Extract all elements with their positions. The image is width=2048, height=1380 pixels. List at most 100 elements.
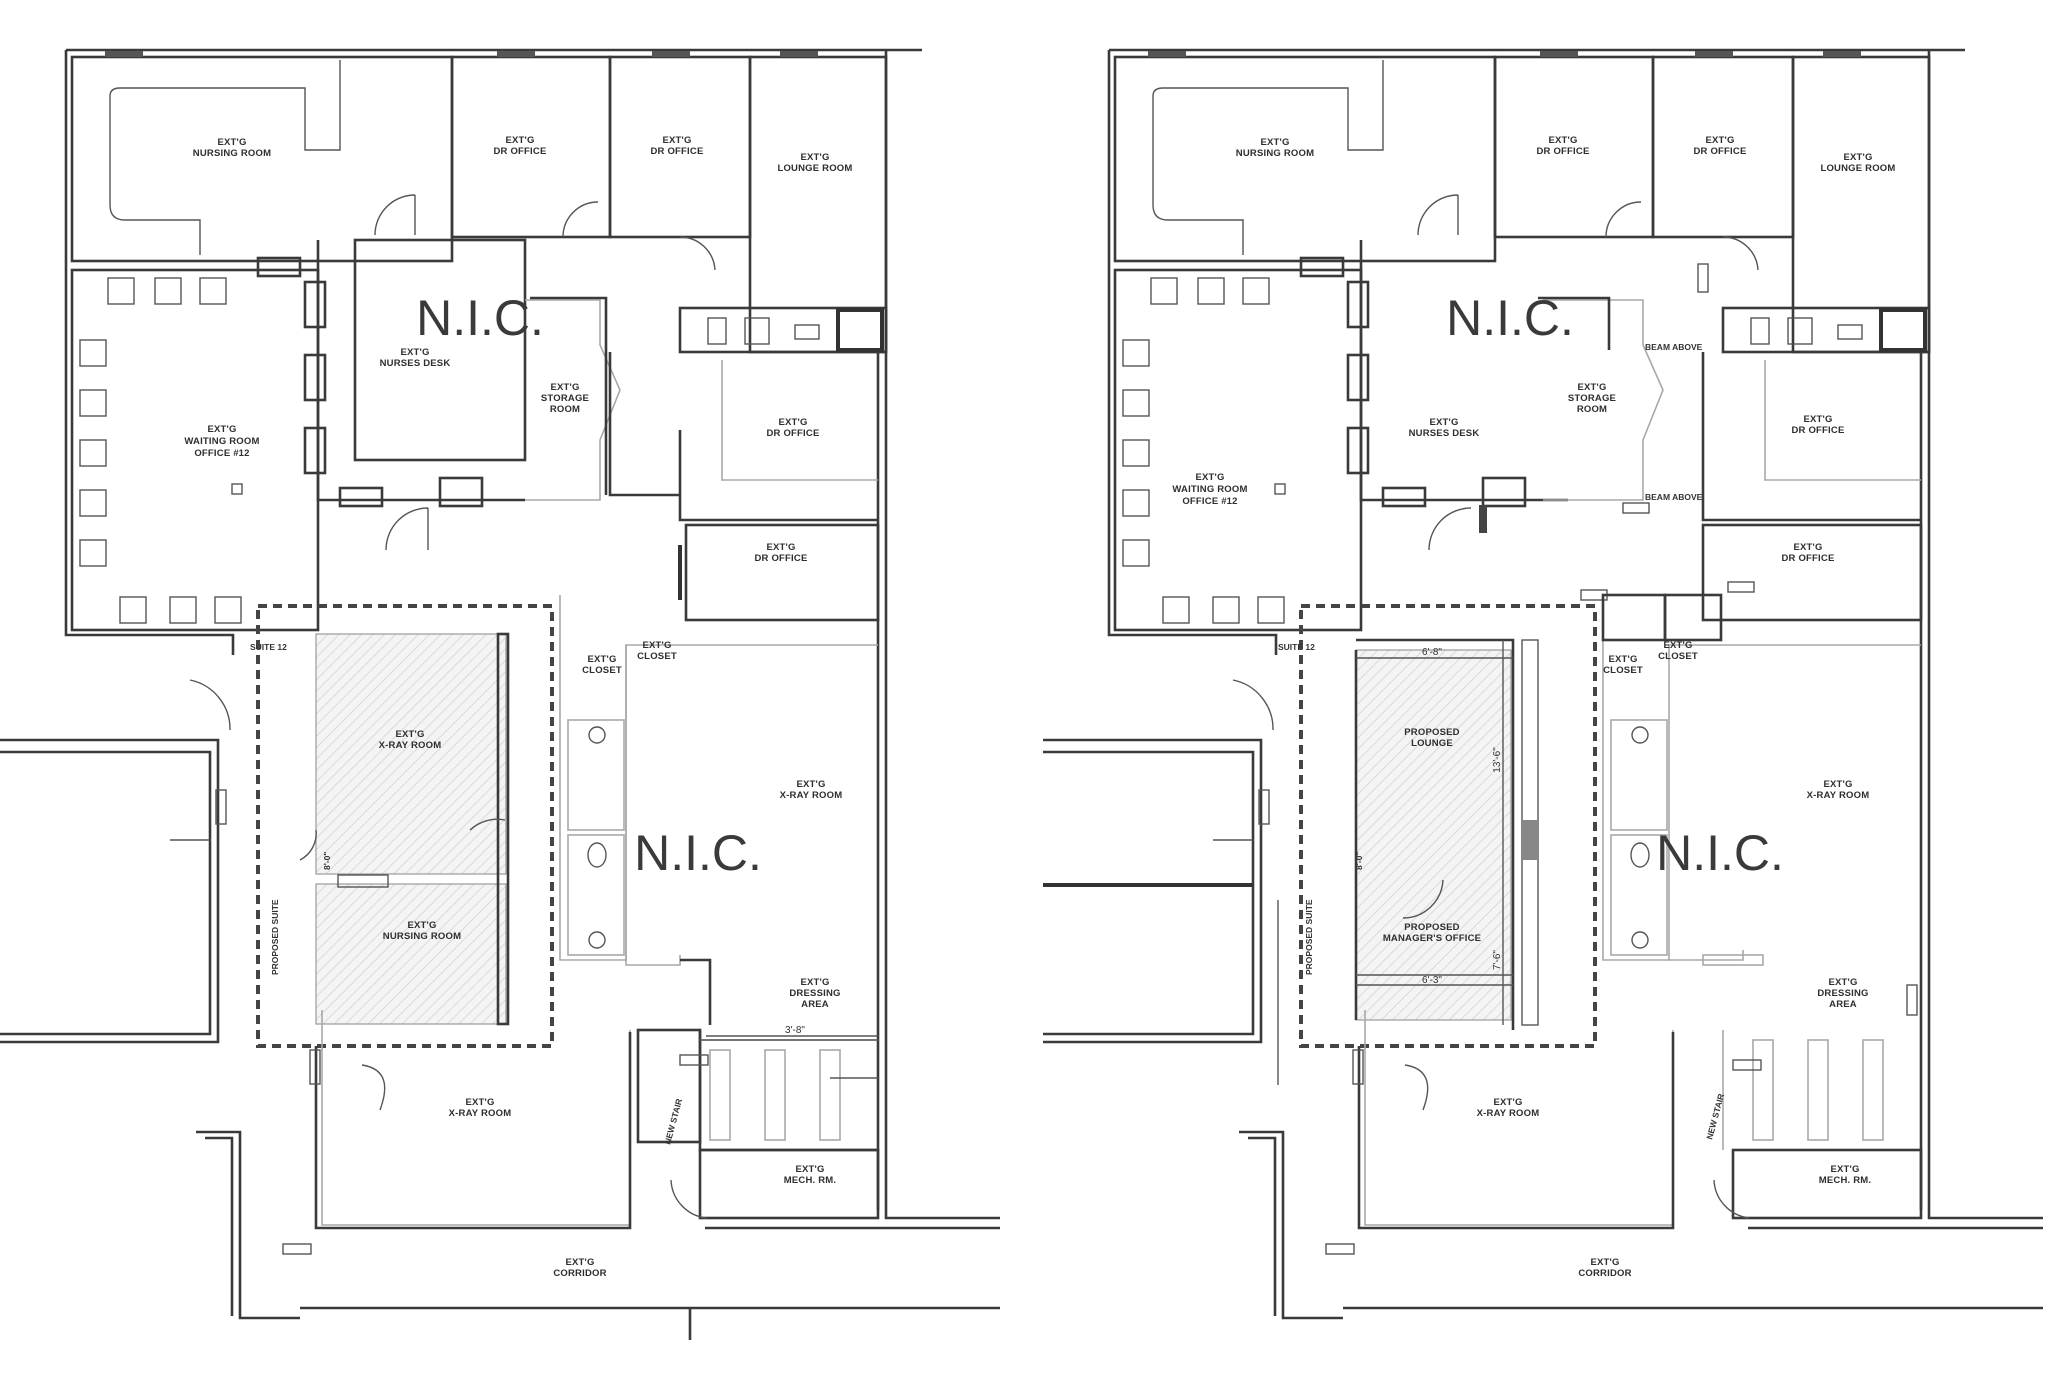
room-label-line: DR OFFICE: [651, 146, 704, 157]
room-label-line: X-RAY ROOM: [1477, 1108, 1540, 1119]
room-label-line: EXT'G: [505, 135, 534, 146]
room-label-line: AREA: [1829, 999, 1857, 1010]
room-label-line: EXT'G: [1663, 640, 1692, 651]
nic-label: N.I.C.: [1446, 290, 1574, 346]
room-label-line: CLOSET: [1603, 665, 1643, 676]
existing-floor-plan: [0, 48, 1000, 1340]
room-label-line: EXT'G: [1493, 1097, 1522, 1108]
dimension-label: 6'-8": [1422, 647, 1442, 658]
room-label-line: X-RAY ROOM: [1807, 790, 1870, 801]
room-label-line: WAITING ROOM: [184, 436, 259, 447]
room-label-line: DR OFFICE: [494, 146, 547, 157]
room-label-line: CLOSET: [582, 665, 622, 676]
room-label-line: EXT'G: [800, 152, 829, 163]
room-label-line: NURSING ROOM: [1236, 148, 1314, 159]
room-label-line: DR OFFICE: [767, 428, 820, 439]
room-label-line: EXT'G: [1577, 382, 1606, 393]
suite-label: SUITE 12: [250, 642, 287, 652]
room-label-line: DR OFFICE: [1792, 425, 1845, 436]
nic-label: N.I.C.: [416, 290, 544, 346]
room-label-line: EXT'G: [1705, 135, 1734, 146]
proposed-suite-label: PROPOSED SUITE: [1304, 899, 1314, 975]
room-label-line: EXT'G: [407, 920, 436, 931]
room-label-line: NURSING ROOM: [193, 148, 271, 159]
room-label-line: CLOSET: [1658, 651, 1698, 662]
room-label-line: EXT'G: [1608, 654, 1637, 665]
room-label-line: EXT'G: [565, 1257, 594, 1268]
room-label-line: DR OFFICE: [1694, 146, 1747, 157]
room-label-line: X-RAY ROOM: [379, 740, 442, 751]
room-label-line: EXT'G: [796, 779, 825, 790]
room-label-line: EXT'G: [642, 640, 671, 651]
room-label-line: X-RAY ROOM: [449, 1108, 512, 1119]
room-label-line: OFFICE #12: [194, 448, 249, 459]
room-label-line: EXT'G: [1548, 135, 1577, 146]
room-label-line: EXT'G: [1830, 1164, 1859, 1175]
room-label-line: EXT'G: [217, 137, 246, 148]
room-label-line: EXT'G: [662, 135, 691, 146]
wall-dimension: 8'-0": [322, 852, 332, 870]
room-label-line: PROPOSED: [1404, 922, 1459, 933]
room-label-line: EXT'G: [800, 977, 829, 988]
dimension-label: 6'-3": [1422, 975, 1442, 986]
room-label-line: EXT'G: [207, 424, 236, 435]
room-label-line: EXT'G: [395, 729, 424, 740]
room-label-line: DR OFFICE: [1537, 146, 1590, 157]
room-label-line: NURSES DESK: [380, 358, 451, 369]
proposed-suite-label: PROPOSED SUITE: [270, 899, 280, 975]
room-label-line: LOUNGE ROOM: [777, 163, 852, 174]
room-label-line: AREA: [801, 999, 829, 1010]
room-label-line: EXT'G: [1195, 472, 1224, 483]
room-label-line: EXT'G: [1843, 152, 1872, 163]
room-label-line: MECH. RM.: [784, 1175, 836, 1186]
room-label-line: STORAGE: [541, 393, 589, 404]
suite-label: SUITE 12: [1278, 642, 1315, 652]
room-label-line: EXT'G: [400, 347, 429, 358]
room-label-line: NURSING ROOM: [383, 931, 461, 942]
room-label-line: EXT'G: [1803, 414, 1832, 425]
room-label-line: OFFICE #12: [1182, 496, 1237, 507]
room-label-line: CORRIDOR: [1578, 1268, 1631, 1279]
nic-label: N.I.C.: [634, 825, 762, 881]
room-label-line: EXT'G: [766, 542, 795, 553]
room-label-line: PROPOSED: [1404, 727, 1459, 738]
dimension-label: 3'-8": [785, 1025, 805, 1036]
nic-label: N.I.C.: [1656, 825, 1784, 881]
room-label-line: MECH. RM.: [1819, 1175, 1871, 1186]
room-label-line: EXT'G: [778, 417, 807, 428]
room-label-line: EXT'G: [1590, 1257, 1619, 1268]
room-label-line: X-RAY ROOM: [780, 790, 843, 801]
room-label-line: ROOM: [1577, 404, 1607, 415]
beam-label: BEAM ABOVE: [1645, 342, 1703, 352]
